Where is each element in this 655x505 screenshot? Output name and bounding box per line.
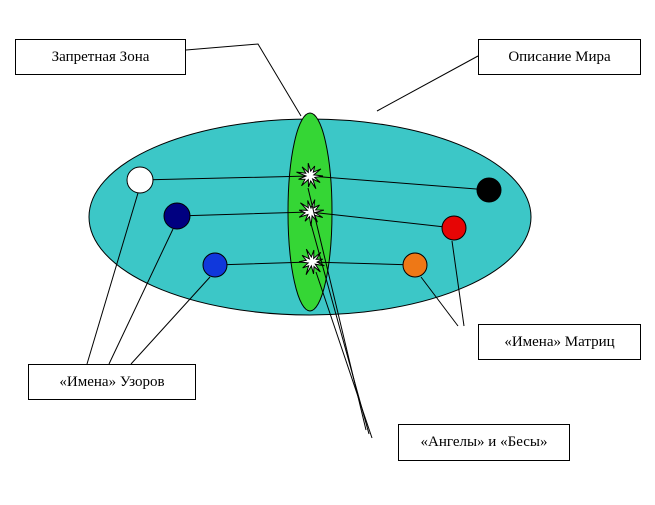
angels-leader-line-bottom [315, 271, 373, 439]
forbidden-zone-label-text: Запретная Зона [51, 48, 150, 65]
pattern-names-label-text: «Имена» Узоров [59, 373, 165, 390]
angels-demons-label: «Ангелы» и «Бесы» [398, 424, 570, 461]
matrix-names-label-text: «Имена» Матриц [504, 333, 615, 350]
world-description-leader-line [376, 55, 479, 112]
matrix-names-label: «Имена» Матриц [478, 324, 641, 360]
pattern-node-navy [163, 202, 191, 230]
matrix-node-orange [402, 252, 428, 278]
world-description-label: Описание Мира [478, 39, 641, 75]
pattern-leader-line-navy [108, 228, 174, 365]
matrix-node-black [476, 177, 502, 203]
angels-demons-label-text: «Ангелы» и «Бесы» [420, 434, 548, 450]
pattern-node-white [126, 166, 154, 194]
forbidden-zone-label: Запретная Зона [15, 39, 186, 75]
pattern-names-label: «Имена» Узоров [28, 364, 196, 400]
forbidden-zone-leader-line [185, 43, 302, 117]
matrix-leader-line-orange [420, 276, 459, 327]
world-description-label-text: Описание Мира [508, 48, 611, 65]
matrix-node-red [441, 215, 467, 241]
pattern-leader-line-blue [130, 276, 211, 365]
pattern-node-blue [202, 252, 228, 278]
matrix-leader-line-red [451, 240, 465, 327]
pattern-leader-line-white [86, 192, 139, 365]
